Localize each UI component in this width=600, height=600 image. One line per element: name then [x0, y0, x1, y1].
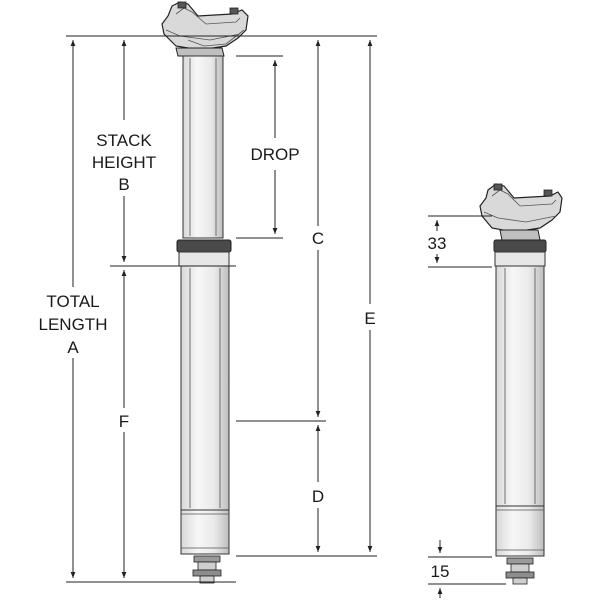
label-33: 33	[428, 234, 447, 253]
stack-height-label-line1: STACK	[96, 131, 152, 150]
stack-height-letter: B	[118, 175, 129, 194]
label-15: 15	[431, 562, 450, 581]
total-length-letter: A	[67, 338, 79, 357]
right-lower-body	[495, 265, 545, 507]
label-e: E	[364, 309, 375, 328]
dimension-lines	[70, 40, 443, 598]
left-lower-body	[180, 265, 230, 511]
stack-height-label-line2: HEIGHT	[92, 153, 156, 172]
dimension-labels: STACK HEIGHT B DROP TOTAL LENGTH A C E F…	[39, 131, 450, 581]
right-collar	[493, 239, 547, 253]
label-d: D	[312, 487, 324, 506]
total-length-label-line1: TOTAL	[46, 292, 99, 311]
label-c: C	[312, 229, 324, 248]
right-saddle-clamp	[479, 183, 563, 241]
right-seatpost	[479, 183, 563, 585]
left-collar	[176, 239, 232, 253]
total-length-label-line2: LENGTH	[39, 315, 108, 334]
extension-lines	[66, 35, 506, 585]
left-saddle-clamp	[161, 1, 249, 57]
right-cable-actuator	[505, 557, 535, 585]
drop-label: DROP	[250, 145, 299, 164]
left-cable-actuator	[192, 555, 222, 584]
left-seatpost	[161, 1, 249, 584]
label-f: F	[119, 412, 129, 431]
left-stanchion-tube	[182, 55, 224, 239]
